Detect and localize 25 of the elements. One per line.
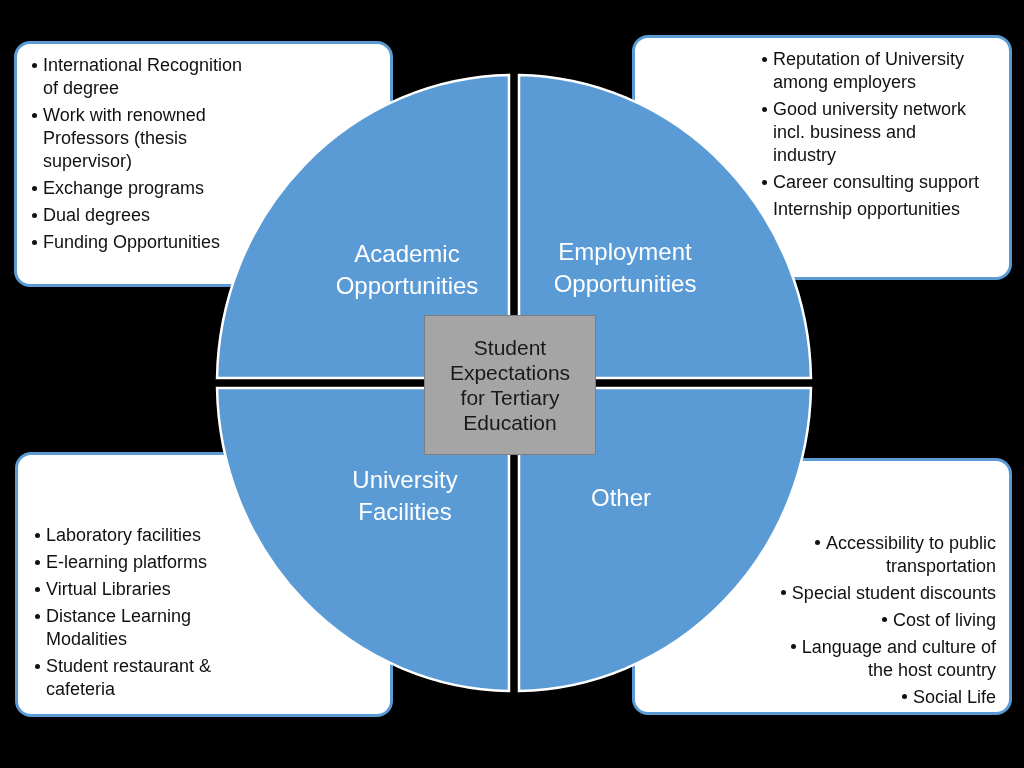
bullet-item: Special student discounts (774, 582, 996, 605)
bullet-item: Accessibility to public transportation (774, 532, 996, 578)
bullet-item: Dual degrees (32, 204, 248, 227)
bullet-item: Social Life (774, 686, 996, 709)
bullet-item: Cost of living (774, 609, 996, 632)
bullet-item: Good university network incl. business and industry (762, 98, 981, 167)
bullet-item: Work with renowned Professors (thesis supervisor) (32, 104, 248, 173)
center-label: Student Expectations for Tertiary Education (448, 335, 572, 435)
bullet-item: Laboratory facilities (35, 524, 231, 547)
bullet-item: Virtual Libraries (35, 578, 231, 601)
bullet-item: Language and culture of the host country (774, 636, 996, 682)
bullet-item: Student restaurant & cafeteria (35, 655, 231, 701)
segment-label: Other (591, 483, 651, 513)
segment-label: Academic Opportunities (335, 239, 479, 301)
bullet-item: Exchange programs (32, 177, 248, 200)
bullet-item: Reputation of University among employers (762, 48, 981, 94)
segment-label: Employment Opportunities (553, 237, 697, 299)
bullet-item: Funding Opportunities (32, 231, 248, 254)
bullet-item: Career consulting support (762, 171, 981, 194)
segment-label: University Facilities (352, 465, 458, 527)
bullet-item: International Recognition of degree (32, 54, 248, 100)
bullet-item: E-learning platforms (35, 551, 231, 574)
bullet-item: Internship opportunities (772, 198, 962, 221)
center-panel (424, 315, 596, 455)
bullet-item: Distance Learning Modalities (35, 605, 231, 651)
